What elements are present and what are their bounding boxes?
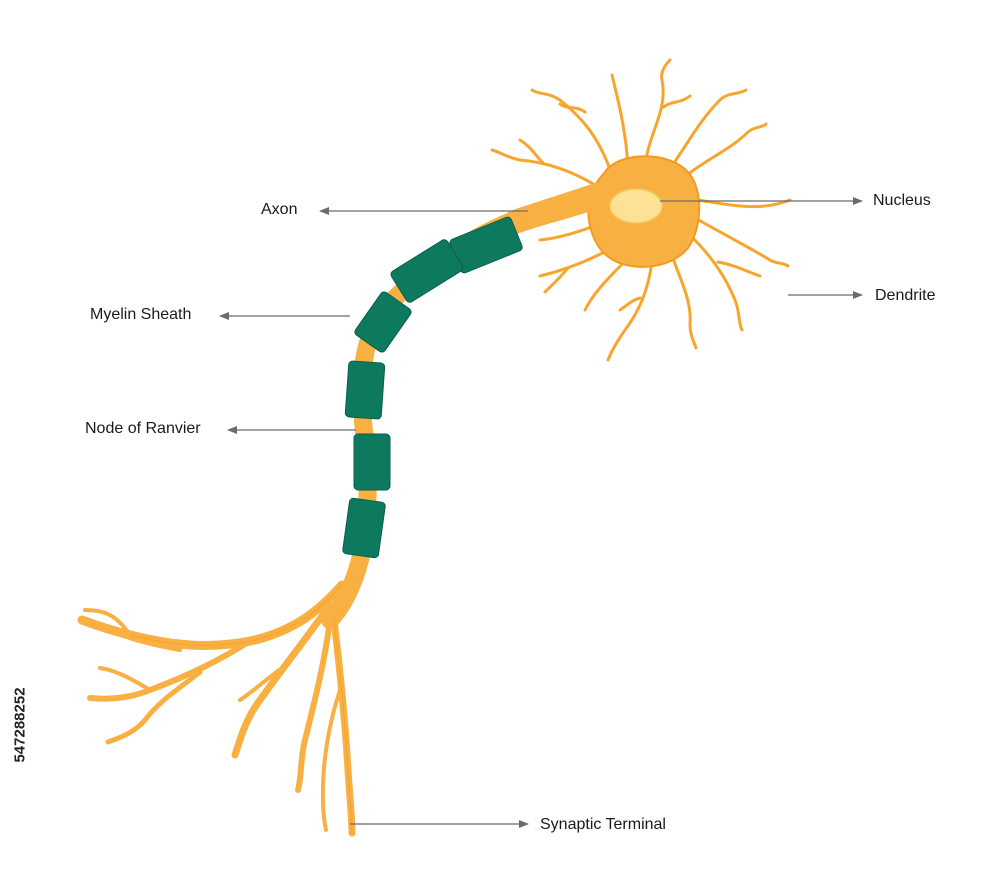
label-nucleus: Nucleus xyxy=(873,192,931,209)
myelin-segment xyxy=(344,360,386,420)
dendrites xyxy=(490,58,792,362)
myelin-sheath xyxy=(342,216,523,559)
leader-arrows xyxy=(219,197,863,828)
myelin-segment xyxy=(342,497,386,559)
label-dendrite: Dendrite xyxy=(875,287,936,304)
label-node-of-ranvier: Node of Ranvier xyxy=(85,420,201,437)
stock-image-id: 547288252 xyxy=(10,650,30,800)
myelin-segment xyxy=(354,291,412,353)
stock-image-id-text: 547288252 xyxy=(11,687,29,763)
axon-terminals xyxy=(77,580,356,837)
label-synaptic-terminal: Synaptic Terminal xyxy=(540,816,666,833)
nucleus-shape xyxy=(609,188,663,224)
myelin-segment xyxy=(353,433,391,491)
label-axon: Axon xyxy=(261,201,298,218)
myelin-segment xyxy=(390,239,464,303)
label-myelin-sheath: Myelin Sheath xyxy=(90,306,192,323)
